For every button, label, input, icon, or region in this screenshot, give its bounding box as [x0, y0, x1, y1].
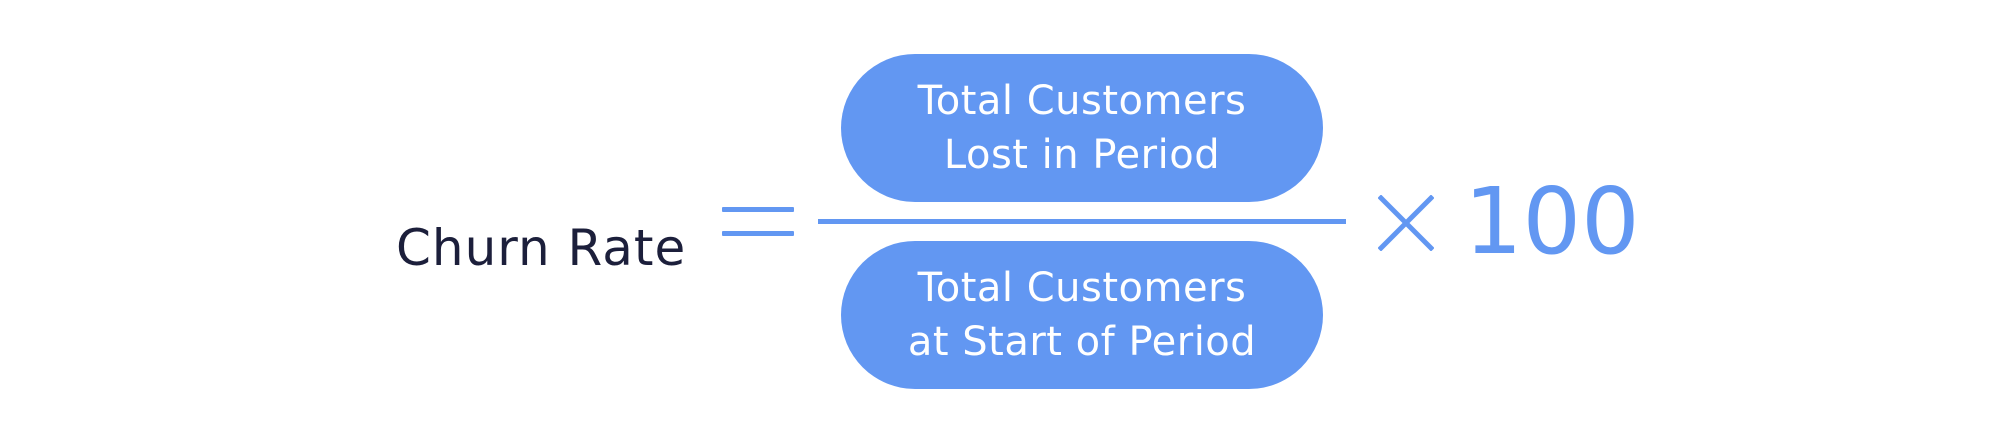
times-sign [1378, 195, 1434, 251]
denominator-line-1: Total Customers [917, 265, 1247, 311]
equals-sign [722, 207, 794, 237]
multiplier-value: 100 [1464, 168, 1640, 275]
numerator-pill: Total Customers Lost in Period [841, 54, 1323, 202]
numerator-line-2: Lost in Period [943, 132, 1221, 178]
fraction-bar [818, 219, 1346, 224]
formula-lhs-label: Churn Rate [396, 219, 687, 277]
denominator-line-2: at Start of Period [907, 319, 1257, 365]
numerator-line-1: Total Customers [917, 78, 1247, 124]
denominator-pill: Total Customers at Start of Period [841, 241, 1323, 389]
times-icon [1378, 195, 1434, 251]
equals-bar-bottom [722, 231, 794, 236]
equals-bar-top [722, 207, 794, 212]
